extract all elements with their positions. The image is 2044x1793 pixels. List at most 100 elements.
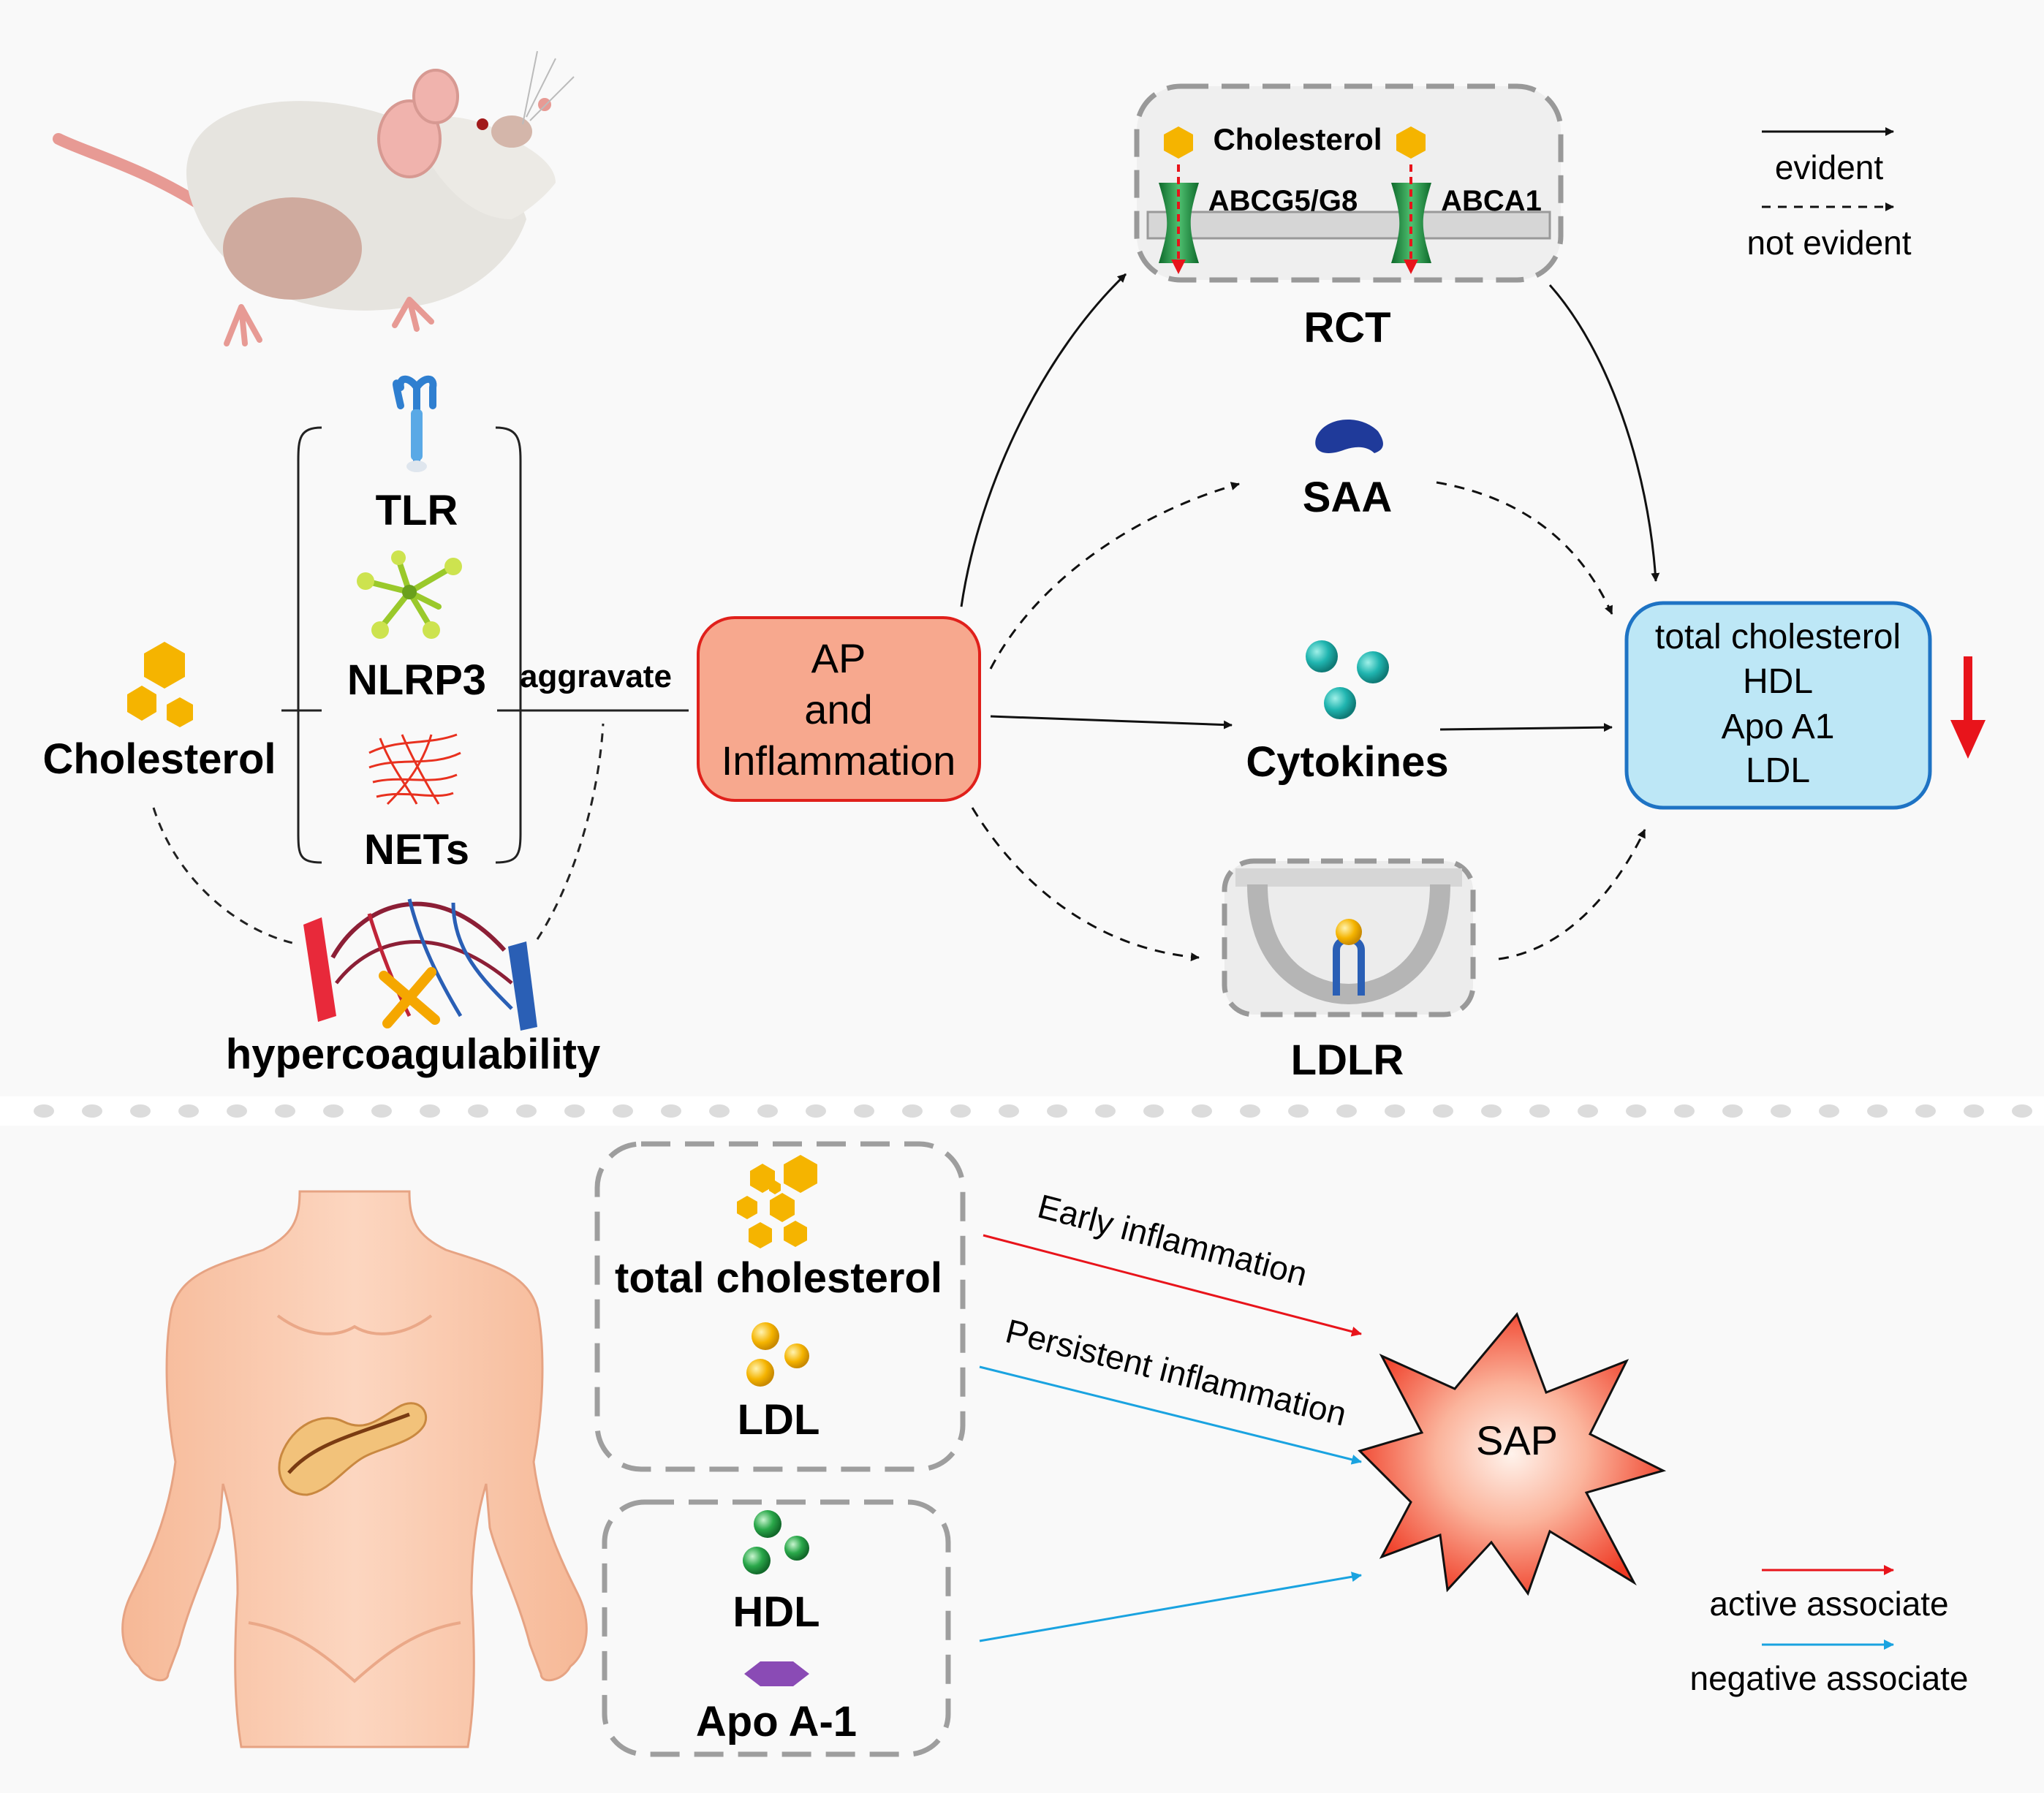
ldlr-icon — [1235, 868, 1462, 1005]
cytokines-to-result-arrow — [1439, 723, 1613, 732]
nets-icon — [368, 733, 461, 805]
divider-dot — [564, 1104, 585, 1118]
nets-label: NETs — [364, 826, 469, 873]
divider-dot — [1240, 1104, 1260, 1118]
divider-dot — [2012, 1104, 2032, 1118]
divider-dot — [999, 1104, 1019, 1118]
divider-dot — [1192, 1104, 1212, 1118]
total-cholesterol-icon — [737, 1155, 817, 1248]
right-bracket — [495, 426, 522, 864]
rct-label: RCT — [1303, 304, 1390, 352]
divider-dot — [130, 1104, 151, 1118]
ldlr-label: LDLR — [1291, 1036, 1404, 1084]
ap-to-saa-arrow — [989, 482, 1240, 670]
divider-dot — [227, 1104, 247, 1118]
saa-label: SAA — [1303, 474, 1392, 521]
hypercoagulability-label: hypercoagulability — [226, 1031, 600, 1078]
total-cholesterol-label: total cholesterol — [615, 1254, 942, 1302]
divider-dot — [1336, 1104, 1357, 1118]
ap-to-rct-arrow — [960, 273, 1127, 607]
early-inflammation-arrow — [983, 1234, 1362, 1337]
divider-dot — [1674, 1104, 1695, 1118]
ap-label-line1: AP — [811, 635, 866, 681]
persistent-inflammation-arrow — [979, 1365, 1362, 1465]
abca-transporter-icon — [1391, 164, 1431, 274]
hypercoag-to-aggravate-dashed — [536, 723, 605, 940]
legend-not-evident-label: not evident — [1746, 224, 1911, 262]
cholesterol-hexagon-left — [1164, 126, 1193, 159]
divider-dot — [1915, 1104, 1936, 1118]
divider-dot — [757, 1104, 778, 1118]
aggravate-label: aggravate — [520, 659, 672, 694]
nlrp3-icon — [357, 550, 462, 639]
divider-dot — [1143, 1104, 1164, 1118]
divider-dot — [806, 1104, 826, 1118]
divider-dot — [1481, 1104, 1502, 1118]
divider-dot — [516, 1104, 537, 1118]
tc-ldl-box — [594, 1141, 966, 1472]
tlr-label: TLR — [376, 487, 458, 534]
divider-dot — [34, 1104, 54, 1118]
divider-dot — [1964, 1104, 1984, 1118]
rct-box — [1134, 83, 1564, 283]
divider-dot — [1626, 1104, 1646, 1118]
membrane — [1146, 211, 1551, 240]
hypercoagulability-icon — [303, 898, 537, 1031]
ldl-icon — [746, 1322, 809, 1387]
tlr-icon — [393, 375, 437, 472]
human-body-illustration — [121, 1190, 588, 1748]
legend-negative-label: negative associate — [1689, 1659, 1968, 1697]
divider-dot — [709, 1104, 730, 1118]
divider-dot — [178, 1104, 199, 1118]
left-bracket — [297, 426, 322, 864]
pancreas-icon — [278, 1402, 427, 1496]
divider-dot — [1288, 1104, 1309, 1118]
cholesterol-icon — [127, 642, 193, 727]
divider-dot — [661, 1104, 681, 1118]
result-line-2: Apo A1 — [1722, 708, 1835, 746]
divider-dot — [1433, 1104, 1453, 1118]
divider-dot — [1867, 1104, 1888, 1118]
divider-dot — [1771, 1104, 1791, 1118]
divider-dot — [1529, 1104, 1550, 1118]
ap-to-cytokines-arrow — [990, 715, 1233, 729]
rct-to-result-arrow — [1548, 284, 1660, 582]
ldlr-to-result-arrow — [1498, 829, 1646, 960]
divider-dot — [950, 1104, 971, 1118]
divider-dot — [468, 1104, 488, 1118]
ap-label-line3: Inflammation — [722, 738, 956, 784]
rct-cholesterol-label: Cholesterol — [1213, 122, 1382, 156]
result-line-3: LDL — [1746, 751, 1810, 790]
divider-dot — [1385, 1104, 1405, 1118]
divider-dot — [1578, 1104, 1598, 1118]
hdl-apo-box — [602, 1499, 951, 1757]
divider-dot — [854, 1104, 874, 1118]
divider-dot — [420, 1104, 440, 1118]
divider-dot — [82, 1104, 102, 1118]
sap-burst-icon — [1358, 1312, 1667, 1596]
legend-evident-label: evident — [1775, 148, 1884, 186]
cholesterol-hexagon-right — [1396, 126, 1426, 159]
divider-dot — [1722, 1104, 1743, 1118]
result-line-0: total cholesterol — [1655, 618, 1901, 656]
saa-icon — [1315, 419, 1383, 453]
section-divider — [34, 1104, 2032, 1118]
abcg-transporter-icon — [1159, 164, 1199, 274]
abcg-label: ABCG5/G8 — [1208, 185, 1358, 217]
saa-to-result-arrow — [1436, 481, 1613, 615]
down-arrow-icon — [1950, 656, 1986, 759]
legend-active-label: active associate — [1709, 1585, 1948, 1623]
ap-inflammation-box — [697, 616, 981, 802]
hdl-icon — [743, 1510, 809, 1574]
nlrp3-label: NLRP3 — [347, 656, 486, 704]
divider-dot — [1047, 1104, 1067, 1118]
cytokine-icon — [1306, 640, 1389, 719]
sap-label: SAP — [1476, 1417, 1558, 1463]
divider-dot — [371, 1104, 392, 1118]
cholesterol-label: Cholesterol — [42, 735, 276, 783]
apo-label: Apo A-1 — [696, 1698, 857, 1745]
apo-icon — [744, 1661, 809, 1686]
divider-dot — [323, 1104, 344, 1118]
mouse-illustration — [53, 50, 575, 346]
result-line-1: HDL — [1743, 662, 1813, 701]
